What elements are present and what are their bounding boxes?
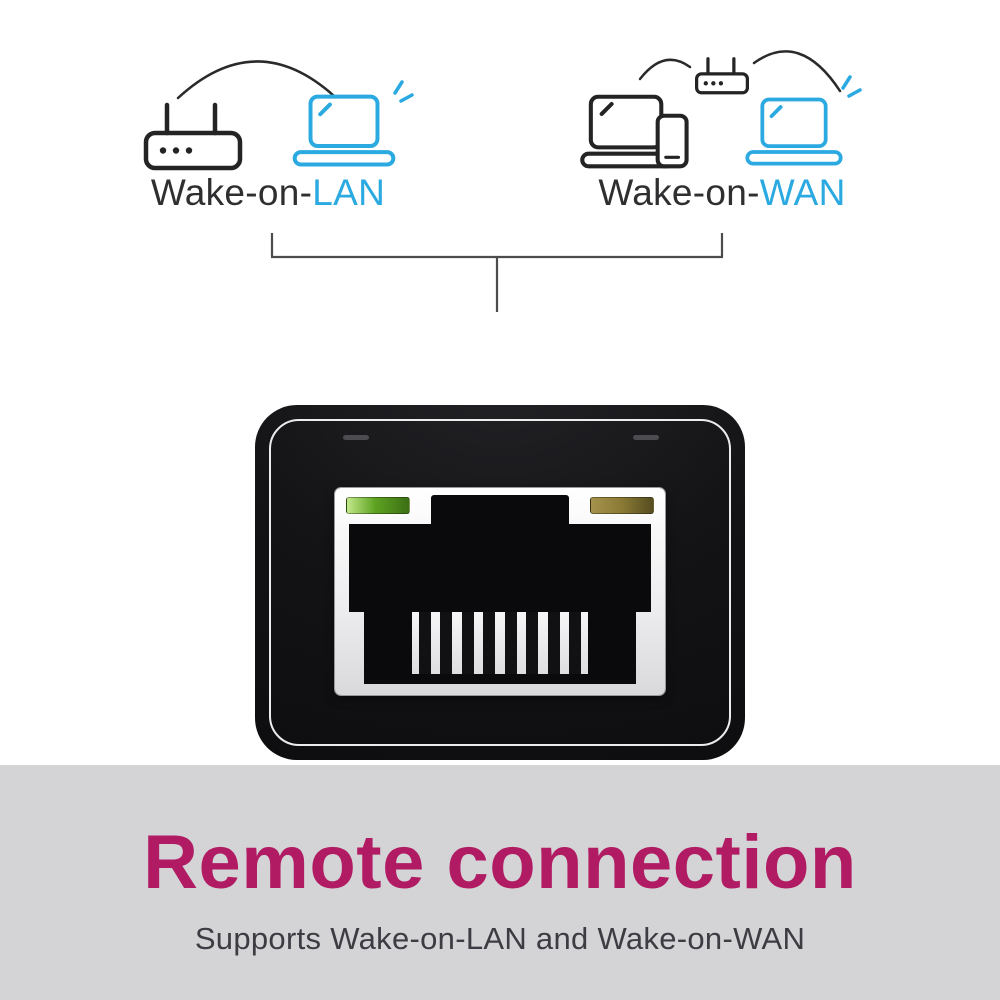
laptop-icon bbox=[292, 94, 396, 167]
port-cavity-top bbox=[431, 495, 569, 529]
page-title: Remote connection bbox=[143, 820, 857, 905]
signal-arc-icon bbox=[176, 60, 336, 100]
footer-band: Remote connection Supports Wake-on-LAN a… bbox=[0, 765, 1000, 1000]
signal-arc-icon bbox=[638, 58, 692, 81]
phone-icon bbox=[655, 113, 689, 169]
wake-on-lan-label: Wake-on-LAN bbox=[78, 172, 458, 214]
rj45-pin bbox=[440, 612, 453, 674]
device-mark-left bbox=[343, 435, 369, 440]
router-icon bbox=[695, 57, 749, 95]
led-amber bbox=[590, 497, 654, 514]
label-highlight: LAN bbox=[312, 172, 386, 213]
page-subtitle: Supports Wake-on-LAN and Wake-on-WAN bbox=[194, 921, 806, 956]
port-cavity bbox=[349, 524, 651, 612]
connector-overlay bbox=[176, 50, 842, 312]
wake-on-wan-label: Wake-on-WAN bbox=[532, 172, 912, 214]
ethernet-adapter bbox=[255, 405, 745, 760]
rj45-port bbox=[335, 488, 665, 695]
label-prefix: Wake-on- bbox=[598, 172, 760, 213]
rj45-pin bbox=[526, 612, 539, 674]
rj45-pin bbox=[461, 612, 474, 674]
laptop-and-phone-icons bbox=[580, 94, 689, 169]
device-mark-right bbox=[633, 435, 659, 440]
rj45-pin bbox=[547, 612, 560, 674]
rj45-pins bbox=[412, 612, 588, 674]
label-highlight: WAN bbox=[759, 172, 846, 213]
rj45-pin bbox=[568, 612, 581, 674]
rj45-pin bbox=[483, 612, 496, 674]
bracket-lines bbox=[270, 233, 724, 312]
signal-arc-icon bbox=[752, 50, 842, 93]
rj45-pin bbox=[419, 612, 431, 674]
led-green bbox=[346, 497, 410, 514]
label-prefix: Wake-on- bbox=[150, 172, 313, 213]
laptop-icon bbox=[745, 97, 843, 166]
router-icon bbox=[143, 102, 243, 171]
rj45-pin bbox=[504, 612, 517, 674]
sparkle-icon bbox=[393, 80, 414, 103]
sparkle-icon bbox=[841, 75, 862, 98]
device-outline bbox=[269, 419, 731, 746]
